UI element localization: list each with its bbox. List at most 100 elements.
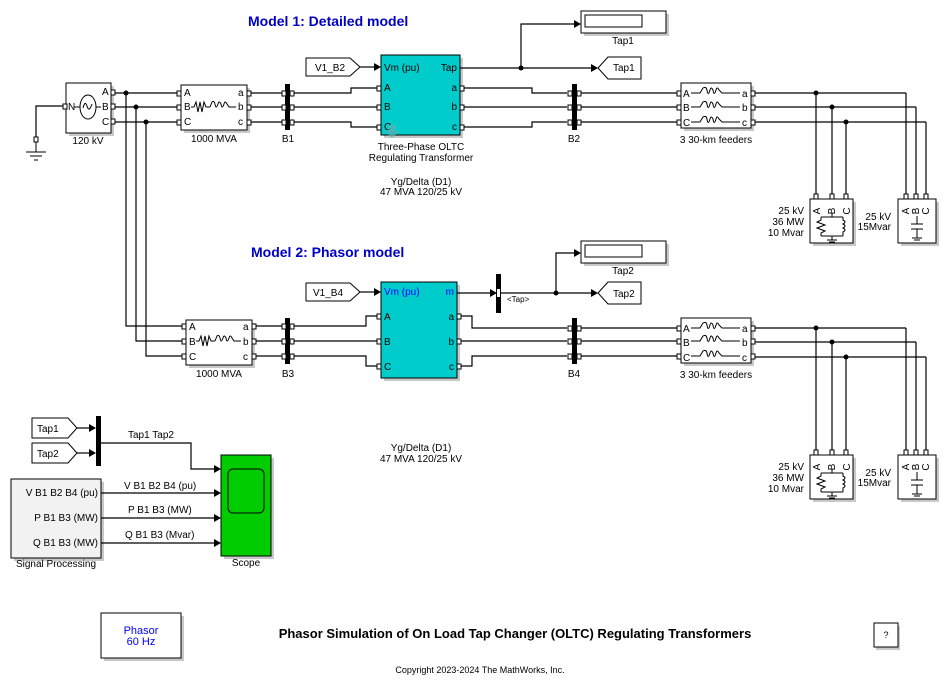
feeders-1-block[interactable]: A B C a b c 3 30-km feeders (676, 82, 756, 146)
imp1-port-c-out: c (238, 117, 243, 128)
oltc1-port-tap: Tap (441, 63, 458, 74)
bus-b4[interactable]: B4 (567, 318, 582, 380)
bus-selector[interactable]: <Tap> (496, 274, 530, 313)
signal-processing-block[interactable]: V B1 B2 B4 (pu) P B1 B3 (MW) Q B1 B3 (MW… (10, 478, 104, 570)
bus-b2[interactable]: B2 (567, 84, 582, 145)
feeders2-port-c: C (683, 353, 690, 364)
display-tap1[interactable]: Tap1 (580, 10, 669, 47)
display-tap1-label: Tap1 (612, 36, 634, 47)
oltc1-label-line1: Three-Phase OLTC (378, 142, 465, 153)
main-title: Phasor Simulation of On Load Tap Changer… (279, 626, 752, 641)
goto-tap1-label: Tap1 (613, 63, 635, 74)
feeders1-port-a: A (683, 89, 690, 100)
source-port-n: N (68, 102, 75, 113)
sp-port-q: Q B1 B3 (MW) (33, 538, 98, 549)
from-tag-v1-b4[interactable]: V1_B4 (305, 282, 361, 302)
ground-block[interactable] (26, 105, 66, 161)
load1-port-a: A (812, 207, 823, 214)
oltc2-params-line1: Yg/Delta (D1) (391, 443, 452, 454)
oltc2-port-b-out: b (448, 337, 454, 348)
source-impedance-1-block[interactable]: A B C a b c 1000 MVA (176, 84, 252, 145)
help-icon: ? (883, 630, 888, 640)
bus-b3[interactable]: B3 (281, 318, 295, 380)
load2-port-b: B (827, 463, 838, 470)
from-tag-tap2[interactable]: Tap2 (31, 442, 78, 464)
sp-port-v: V B1 B2 B4 (pu) (26, 488, 98, 499)
feeders1-port-a-out: a (742, 89, 748, 100)
capacitor-icon (911, 216, 923, 241)
oltc2-port-vm: Vm (pu) (384, 287, 420, 298)
rlc-load-1-block[interactable]: A B C 25 kV 36 MW 10 Mvar (768, 193, 856, 246)
resistor-icon (191, 100, 210, 113)
oltc1-port-vm: Vm (pu) (384, 63, 420, 74)
signal-label-v: V B1 B2 B4 (pu) (124, 481, 196, 492)
oltc1-port-b-out: b (451, 102, 457, 113)
oltc1-port-a-out: a (451, 83, 457, 94)
signal-label-q: Q B1 B3 (Mvar) (125, 530, 194, 541)
from-tap2-label: Tap2 (37, 449, 59, 460)
rlc-load-2-block[interactable]: A B C 25 kV 36 MW 10 Mvar (768, 449, 856, 502)
capacitor-bank-2-block[interactable]: A B C 25 kV 15Mvar (858, 449, 939, 502)
feeders1-port-b: B (683, 103, 690, 114)
imp1-port-a-out: a (238, 88, 244, 99)
cap2-port-a: A (901, 463, 912, 470)
display-tap2-label: Tap2 (612, 266, 634, 277)
oltc2-port-b: B (384, 337, 391, 348)
imp1-port-b-out: b (238, 102, 244, 113)
source-port-c: C (102, 117, 109, 128)
display-tap2[interactable]: Tap2 (580, 240, 669, 277)
scope-block[interactable]: Scope (220, 454, 274, 569)
bus-b1[interactable]: B1 (281, 84, 295, 145)
inductor-icon (214, 334, 241, 342)
powergui-mode: Phasor (124, 625, 159, 637)
from-tag-tap1[interactable]: Tap1 (31, 417, 78, 439)
cap2-voltage: 25 kV (865, 468, 891, 479)
cap2-port-b: B (911, 463, 922, 470)
source-impedance-2-block[interactable]: A B C a b c 1000 MVA (181, 319, 257, 380)
scope-label: Scope (232, 558, 261, 569)
load1-port-b: B (827, 207, 838, 214)
load1-reactive: 10 Mvar (768, 228, 805, 239)
model1-title: Model 1: Detailed model (248, 13, 408, 29)
signal-label-p: P B1 B3 (MW) (128, 505, 192, 516)
resistor-icon (196, 334, 215, 347)
three-phase-source-block[interactable]: N A B C 120 kV (62, 82, 116, 147)
cap1-port-a: A (901, 207, 912, 214)
signal-processing-label: Signal Processing (16, 559, 96, 570)
imp2-port-a-out: a (243, 322, 249, 333)
inductor-icon (691, 86, 740, 123)
feeders1-port-c-out: c (742, 118, 747, 129)
oltc1-port-c: C (384, 122, 391, 133)
help-button[interactable]: ? (873, 622, 900, 650)
feeders1-port-c: C (683, 118, 690, 129)
oltc1-params-line2: 47 MVA 120/25 kV (380, 187, 462, 198)
oltc-transformer-1-block[interactable]: Vm (pu) A B C Tap a b c Three-Phase OLTC… (369, 54, 474, 198)
powergui-block[interactable]: Phasor 60 Hz (100, 612, 184, 661)
from-tag-v1-b2[interactable]: V1_B2 (305, 57, 361, 77)
bus-b3-label: B3 (282, 369, 295, 380)
load2-voltage: 25 kV (778, 462, 804, 473)
cap2-reactive: 15Mvar (858, 478, 892, 489)
bus-b2-label: B2 (568, 134, 581, 145)
rlc-load-icon (815, 213, 846, 243)
feeders-2-block[interactable]: A B C a b c 3 30-km feeders (676, 317, 756, 381)
oltc2-port-m: m (446, 287, 454, 298)
capacitor-bank-1-block[interactable]: A B C 25 kV 15Mvar (858, 193, 939, 246)
inductor-icon (209, 100, 236, 108)
feeders1-port-b-out: b (742, 103, 748, 114)
imp2-port-b-out: b (243, 337, 249, 348)
load2-reactive: 10 Mvar (768, 484, 805, 495)
oltc-transformer-2-block[interactable]: Vm (pu) A B C m a b c Yg/Delta (D1) 47 M… (376, 281, 462, 465)
goto-tag-tap2[interactable]: Tap2 (597, 281, 642, 305)
oltc1-port-a: A (384, 83, 391, 94)
source-port-b: B (102, 102, 109, 113)
cap1-port-b: B (911, 207, 922, 214)
mux-block[interactable] (96, 416, 101, 466)
oltc1-port-c-out: c (452, 122, 457, 133)
cap1-voltage: 25 kV (865, 212, 891, 223)
imp1-port-c: C (184, 117, 191, 128)
goto-tag-tap1[interactable]: Tap1 (597, 56, 642, 80)
look-under-mask-icon (384, 125, 400, 138)
imp1-label: 1000 MVA (191, 134, 237, 145)
